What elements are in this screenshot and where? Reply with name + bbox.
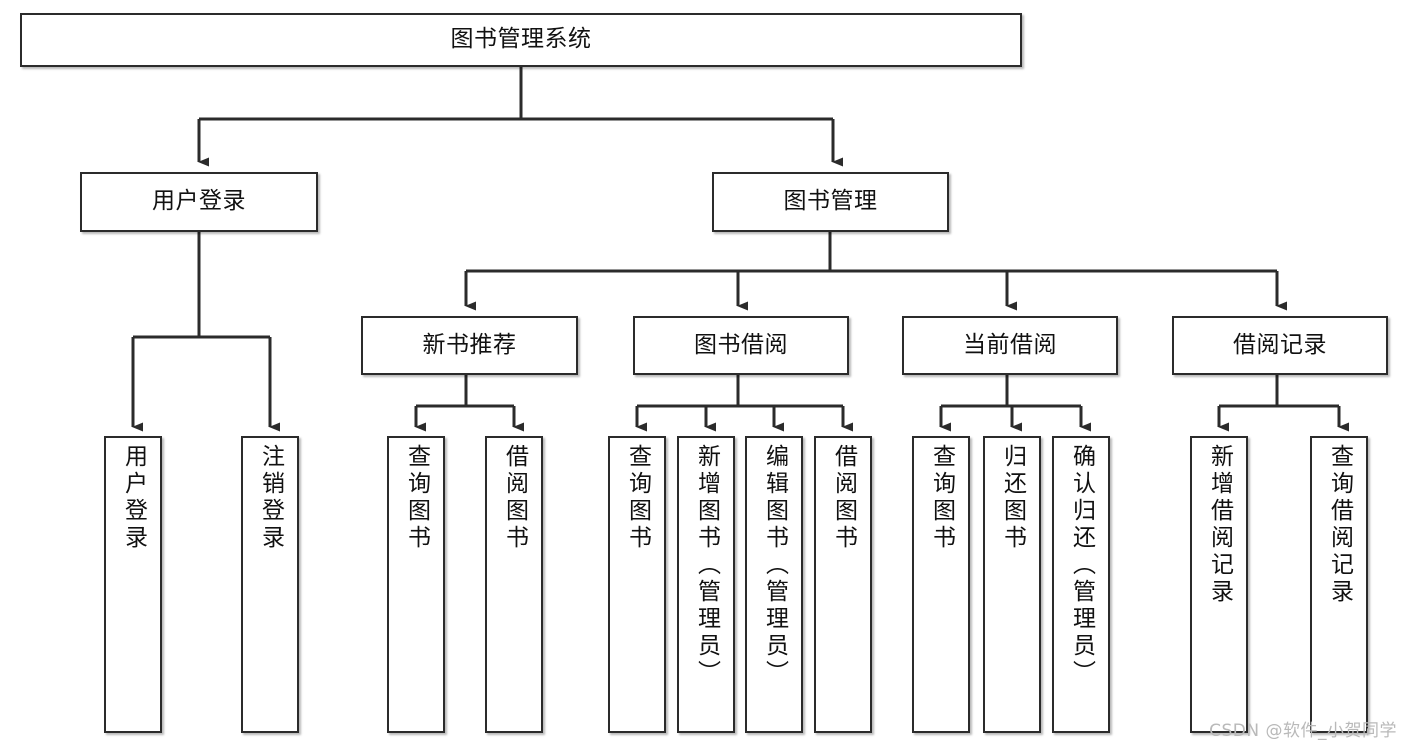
node-label: 借阅图书 [501,444,528,552]
node-label: 查询图书 [403,444,430,552]
node-root-system[interactable]: 图书管理系统 [20,13,1022,67]
node-label: 查询图书 [928,444,955,552]
leaf-logout[interactable]: 注销登录 [241,436,299,733]
node-label: 查询借阅记录 [1326,444,1353,606]
node-label: 新增图书（管理员） [693,444,720,687]
node-book-management[interactable]: 图书管理 [712,172,949,232]
node-label: 新书推荐 [422,331,517,358]
node-label: 图书借阅 [694,331,788,358]
node-label: 借阅记录 [1233,331,1327,358]
leaf-add-book-admin[interactable]: 新增图书（管理员） [677,436,735,733]
node-label: 图书管理 [783,188,878,215]
node-borrow-record[interactable]: 借阅记录 [1172,316,1388,375]
leaf-query-book-borrow[interactable]: 查询图书 [608,436,666,733]
edges-newbook-to-leaves [414,375,524,432]
leaf-edit-book-admin[interactable]: 编辑图书（管理员） [745,436,803,733]
leaf-borrow-book-newbook[interactable]: 借阅图书 [485,436,543,733]
leaf-confirm-return-admin[interactable]: 确认归还（管理员） [1052,436,1110,733]
node-book-borrow[interactable]: 图书借阅 [633,316,849,375]
leaf-query-borrow-record[interactable]: 查询借阅记录 [1310,436,1368,733]
leaf-query-book-current[interactable]: 查询图书 [912,436,970,733]
node-label: 归还图书 [999,444,1026,552]
edges-userlogin-to-leaves [131,232,280,432]
node-label: 注销登录 [257,444,284,552]
node-label: 确认归还（管理员） [1068,444,1095,687]
leaf-user-login[interactable]: 用户登录 [104,436,162,733]
node-label: 编辑图书（管理员） [761,444,788,687]
leaf-add-borrow-record[interactable]: 新增借阅记录 [1190,436,1248,733]
edges-record-to-leaves [1217,375,1349,432]
leaf-return-book[interactable]: 归还图书 [983,436,1041,733]
node-label: 新增借阅记录 [1206,444,1233,606]
leaf-borrow-book[interactable]: 借阅图书 [814,436,872,733]
node-label: 当前借阅 [963,331,1057,358]
node-label: 用户登录 [120,444,147,552]
edges-root-to-level2 [197,67,843,167]
edges-current-to-leaves [939,375,1091,432]
node-new-book-recommend[interactable]: 新书推荐 [361,316,578,375]
node-label: 借阅图书 [830,444,857,552]
leaf-query-book-newbook[interactable]: 查询图书 [387,436,445,733]
edges-borrow-to-leaves [635,375,853,432]
node-label: 用户登录 [152,188,246,215]
node-user-login[interactable]: 用户登录 [80,172,318,232]
node-label: 图书管理系统 [450,26,592,53]
node-label: 查询图书 [624,444,651,552]
node-current-borrow[interactable]: 当前借阅 [902,316,1118,375]
edges-booksmgmt-to-level3 [464,232,1287,311]
